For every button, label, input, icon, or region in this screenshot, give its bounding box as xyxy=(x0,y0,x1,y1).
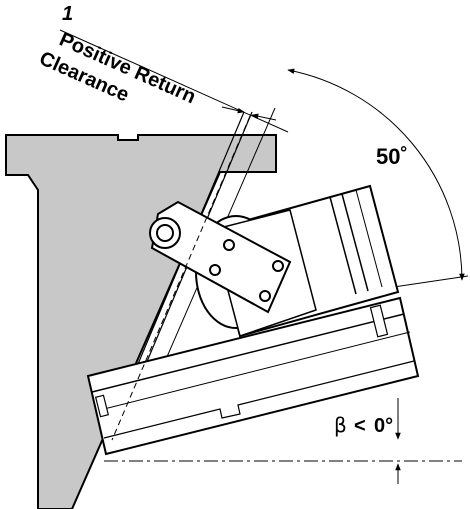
beta-label: β < 0° xyxy=(334,413,393,437)
beta-value: 0° xyxy=(374,415,393,437)
bolts xyxy=(209,239,284,302)
fixed-body xyxy=(5,134,277,509)
callout-number: 1 xyxy=(62,3,73,25)
angle-label: 50˚ xyxy=(376,144,408,169)
beta-relation: < xyxy=(354,415,366,437)
hidden-lines xyxy=(111,115,251,441)
beta-symbol: β xyxy=(334,413,347,437)
clamp-assembly xyxy=(86,184,420,456)
callout-leader xyxy=(59,29,289,133)
rail-plate xyxy=(86,296,420,456)
